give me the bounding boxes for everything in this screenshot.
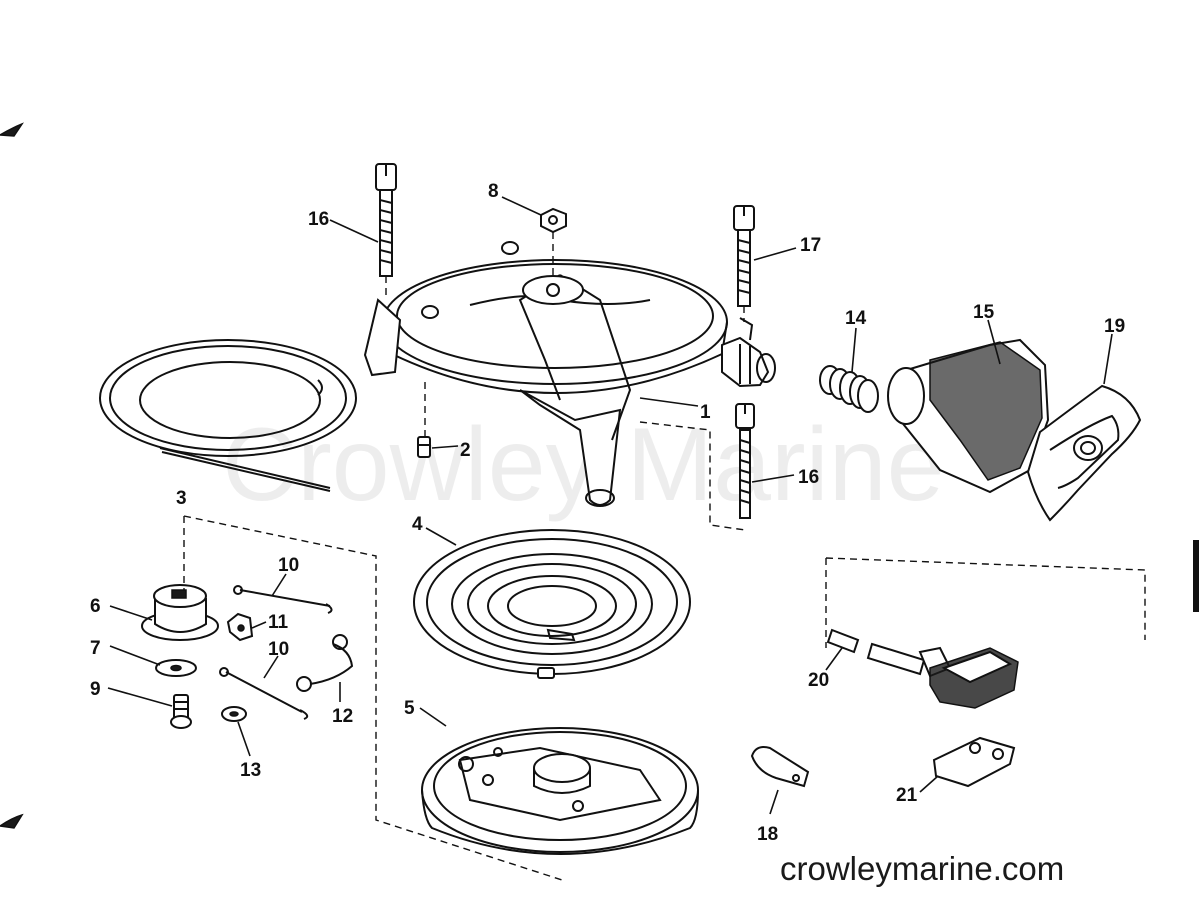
part-6-pulley-hub bbox=[141, 584, 219, 641]
part-20-handle-assembly bbox=[826, 628, 1019, 709]
callout-10-lower: 10 bbox=[268, 639, 289, 660]
part-10-link-lower bbox=[219, 667, 309, 720]
callout-labels: 16 8 17 14 15 19 1 2 16 3 4 10 6 11 7 10… bbox=[90, 181, 1125, 845]
callout-1: 1 bbox=[700, 402, 711, 423]
callout-16-right: 16 bbox=[798, 467, 819, 488]
scan-edge-mark-bottom bbox=[0, 813, 24, 829]
part-18-cable-clamp bbox=[750, 746, 810, 788]
callout-5: 5 bbox=[404, 698, 415, 719]
part-17-bolt bbox=[733, 205, 755, 307]
scan-edge-mark-top bbox=[0, 122, 24, 137]
part-11-pawl bbox=[226, 612, 254, 642]
part-15-handle-housing bbox=[887, 338, 1050, 494]
part-10-link-upper bbox=[233, 585, 333, 614]
part-8-nut bbox=[540, 207, 567, 234]
callout-9: 9 bbox=[90, 679, 101, 700]
part-16-bolt-left bbox=[375, 163, 397, 277]
callout-13: 13 bbox=[240, 760, 261, 781]
part-7-washer bbox=[155, 659, 197, 677]
part-13-retainer bbox=[221, 706, 247, 722]
part-19-bezel-plate bbox=[1026, 384, 1142, 522]
callout-leader-lines bbox=[107, 196, 1113, 815]
part-2-screw bbox=[417, 436, 431, 458]
callout-6: 6 bbox=[90, 596, 101, 617]
callout-18: 18 bbox=[757, 824, 778, 845]
part-21-clip bbox=[932, 736, 1016, 788]
part-5-rope-pulley bbox=[421, 727, 699, 855]
callout-11: 11 bbox=[268, 612, 289, 633]
callout-16-left: 16 bbox=[308, 209, 329, 230]
part-12-spring bbox=[296, 634, 354, 692]
callout-8: 8 bbox=[488, 181, 499, 202]
part-14-spring bbox=[819, 365, 879, 413]
callout-17: 17 bbox=[800, 235, 821, 256]
callout-7: 7 bbox=[90, 638, 101, 659]
scan-edge-mark-right bbox=[1193, 540, 1199, 612]
site-url-text: crowleymarine.com bbox=[780, 850, 1064, 887]
callout-15: 15 bbox=[973, 302, 995, 323]
callout-12: 12 bbox=[332, 706, 353, 727]
callout-2: 2 bbox=[460, 440, 471, 461]
callout-20: 20 bbox=[808, 670, 829, 691]
callout-14: 14 bbox=[845, 308, 867, 329]
callout-21: 21 bbox=[896, 785, 918, 806]
part-16-bolt-right bbox=[735, 403, 755, 519]
part-9-screw bbox=[170, 694, 192, 729]
part-4-rewind-spring bbox=[413, 529, 691, 679]
assembly-dashed-lines bbox=[183, 232, 1146, 881]
part-3-starter-rope bbox=[99, 339, 357, 492]
part-1-starter-housing bbox=[363, 241, 776, 507]
callout-3: 3 bbox=[176, 488, 187, 509]
callout-19: 19 bbox=[1104, 316, 1125, 337]
callout-10-upper: 10 bbox=[278, 555, 299, 576]
callout-4: 4 bbox=[412, 514, 423, 535]
